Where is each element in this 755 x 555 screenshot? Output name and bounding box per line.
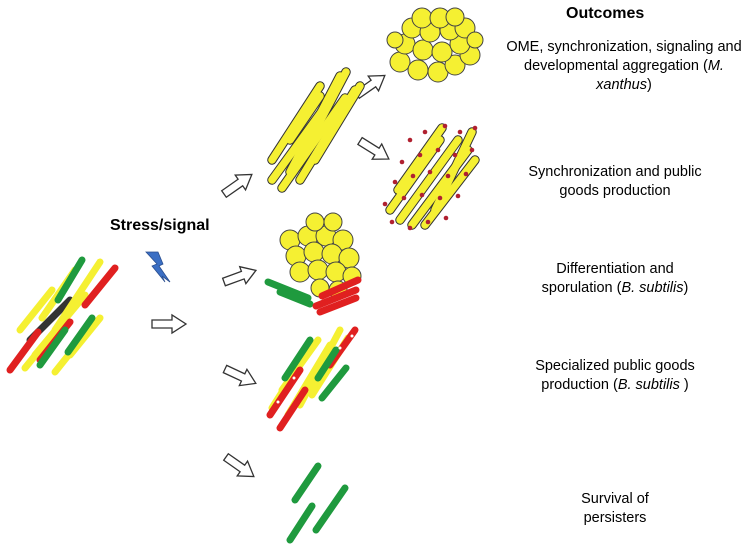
outcome-sporulation-line2: sporulation (B. subtilis) bbox=[541, 280, 689, 296]
arrow-to-public-goods-icon bbox=[354, 132, 395, 168]
outcomes-heading: Outcomes bbox=[566, 5, 645, 22]
outcome-persisters-line2: persisters bbox=[583, 510, 647, 526]
stress-signal-label: Stress/signal bbox=[110, 217, 210, 234]
outcome-public-goods-line2: goods production bbox=[559, 183, 671, 199]
outcome-public-goods-line1: Synchronization and public bbox=[528, 164, 702, 180]
arrow-to-aggregate-icon bbox=[218, 166, 258, 203]
outcome-public-goods: Synchronization and public goods product… bbox=[500, 163, 730, 201]
outcome-ome: OME, synchronization, signaling and deve… bbox=[496, 38, 752, 95]
arrow-to-persisters-icon bbox=[220, 448, 260, 485]
rod-aggregate bbox=[267, 67, 365, 193]
outcome-specialized-line2: production (B. subtilis ) bbox=[541, 377, 689, 393]
arrow-to-specialized-icon bbox=[220, 360, 261, 393]
public-goods-cluster bbox=[382, 123, 480, 231]
arrow-to-spores-icon bbox=[220, 261, 260, 292]
lightning-bolt-icon bbox=[145, 251, 171, 283]
fruiting-body bbox=[386, 7, 484, 83]
outcome-ome-line2: developmental aggregation (M. xanthus) bbox=[524, 58, 724, 93]
outcome-persisters-line1: Survival of bbox=[581, 491, 649, 507]
specialized-cluster bbox=[266, 326, 359, 432]
main-arrow-icon bbox=[151, 314, 187, 334]
outcome-sporulation: Differentiation and sporulation (B. subt… bbox=[500, 260, 730, 298]
outcome-specialized: Specialized public goods production (B. … bbox=[500, 357, 730, 395]
outcome-persisters: Survival of persisters bbox=[500, 490, 730, 528]
initial-population bbox=[6, 256, 119, 376]
outcome-specialized-line1: Specialized public goods bbox=[535, 358, 695, 374]
outcome-ome-line1: OME, synchronization, signaling and bbox=[506, 39, 742, 55]
persister-cells bbox=[286, 462, 349, 544]
spore-cluster bbox=[264, 212, 362, 316]
outcome-sporulation-line1: Differentiation and bbox=[556, 261, 674, 277]
